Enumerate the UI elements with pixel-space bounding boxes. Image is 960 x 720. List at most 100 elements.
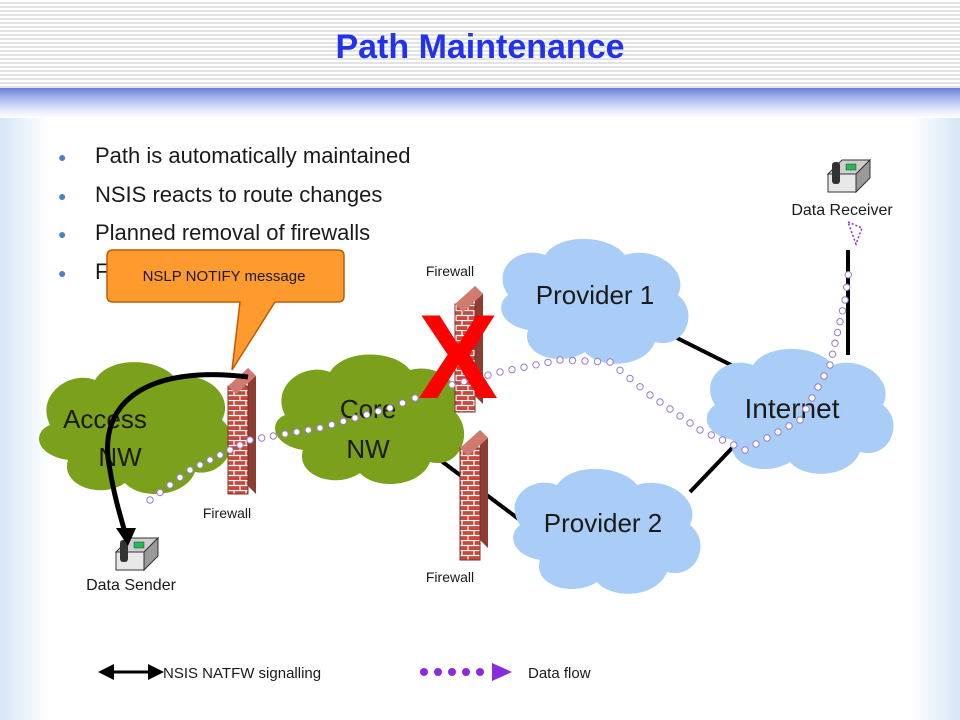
nslp-notify-callout: NSLP NOTIFY message	[106, 249, 345, 371]
legend-dataflow-arrow	[492, 663, 512, 681]
data-flow-path	[146, 271, 852, 504]
flow-dot	[328, 421, 336, 429]
flow-dot	[676, 412, 684, 420]
failure-x-mark: X	[418, 290, 498, 424]
telephone-icon	[826, 158, 872, 194]
core-nw-cloud: Core NW	[275, 354, 465, 484]
flow-dot	[508, 365, 516, 374]
flow-dot	[556, 356, 564, 364]
flow-dot	[304, 426, 312, 434]
flow-dot	[339, 417, 347, 425]
legend-dataflow-dots	[420, 668, 484, 676]
flow-dot	[363, 411, 371, 419]
flow-dot	[166, 481, 174, 489]
flow-dot	[156, 488, 164, 497]
flow-dot	[236, 441, 244, 449]
flow-dot	[436, 384, 444, 392]
access-nw-label-1: Access	[63, 404, 147, 434]
brick-firewall-icon: Firewall	[203, 368, 256, 521]
callout-text: NSLP NOTIFY message	[143, 268, 306, 285]
flow-dot	[226, 446, 234, 454]
flow-dot	[826, 361, 834, 369]
internet-cloud: Internet	[706, 348, 894, 474]
flow-dot	[814, 383, 822, 391]
flow-dot	[398, 399, 407, 407]
flow-dot	[593, 357, 602, 366]
flow-dot	[196, 461, 204, 469]
flow-dot	[616, 366, 624, 374]
flow-dot	[146, 496, 154, 504]
provider2-firewall-label: Firewall	[426, 569, 474, 585]
flow-arrowhead-receiver	[846, 220, 863, 247]
provider2-cloud: Provider 2	[513, 468, 701, 594]
flow-dot	[351, 414, 359, 422]
flow-dot	[386, 404, 394, 412]
flow-dot	[606, 358, 614, 366]
legend-dataflow-label: Data flow	[528, 665, 591, 682]
flow-dot	[269, 432, 277, 440]
flow-dot	[656, 398, 664, 406]
access-firewall-label: Firewall	[203, 505, 251, 521]
flow-dot	[843, 283, 851, 291]
flow-dot	[838, 307, 847, 315]
flow-dot	[316, 424, 324, 432]
header-stripes	[0, 0, 960, 90]
flow-dot	[828, 350, 837, 358]
bullet-item: ●NSIS reacts to route changes	[58, 181, 383, 207]
legend-arrow-left	[98, 664, 114, 680]
data-sender-label: Data Sender	[86, 577, 177, 594]
flow-dot	[686, 419, 694, 427]
legend-arrow-right	[148, 664, 164, 680]
flow-dot	[544, 358, 552, 367]
flow-dot	[763, 434, 771, 442]
flow-dot	[696, 426, 704, 434]
flow-dot	[636, 383, 644, 391]
flow-dot	[833, 328, 842, 337]
flow-dot	[831, 339, 839, 347]
provider1-label: Provider 1	[536, 280, 655, 310]
flow-dot	[281, 430, 289, 438]
page-title: Path Maintenance	[335, 28, 625, 66]
flow-dot	[808, 394, 816, 402]
flow-dot	[176, 473, 184, 482]
bullet-item: ●F	[58, 258, 109, 284]
bullet-list: ●Path is automatically maintained ●NSIS …	[58, 143, 411, 297]
title-underline-bar	[0, 88, 960, 118]
telephone-icon	[114, 536, 160, 572]
flow-dot	[246, 436, 254, 444]
bullet-dot-icon: ●	[58, 226, 67, 242]
flow-dot	[581, 357, 589, 365]
left-gradient	[0, 110, 50, 720]
right-gradient	[910, 110, 960, 720]
flow-dot	[785, 422, 793, 430]
data-receiver-label: Data Receiver	[791, 202, 893, 219]
flow-dot	[484, 371, 492, 379]
flow-dot	[774, 428, 782, 436]
legend: NSIS NATFW signalling Data flow	[98, 663, 591, 682]
flow-dot	[802, 405, 810, 413]
bullet-dot-icon: ●	[58, 187, 67, 204]
bullet-item: ●Planned removal of firewalls	[58, 220, 371, 245]
flow-dot	[496, 368, 504, 376]
flow-dot	[718, 436, 727, 444]
flow-dot	[206, 456, 214, 464]
notify-arrowhead	[116, 528, 136, 546]
flow-dot	[844, 271, 852, 279]
flow-dot	[730, 441, 738, 449]
flow-dot	[258, 434, 266, 442]
flow-dot	[836, 318, 844, 326]
flow-dot	[448, 381, 456, 389]
access-nw-label-2: NW	[98, 442, 142, 472]
bullet-item: ●Path is automatically maintained	[58, 143, 411, 168]
access-nw-cloud: Access NW	[39, 362, 232, 494]
provider1-cloud: Provider 1	[501, 238, 689, 364]
flow-dot	[796, 416, 804, 424]
flow-dot	[820, 372, 828, 380]
flow-dot	[374, 407, 382, 415]
flow-dot	[532, 361, 540, 369]
bullet-dot-icon: ●	[58, 149, 67, 165]
flow-dot	[707, 431, 715, 439]
flow-dot	[472, 374, 480, 383]
link-provider2-internet	[688, 443, 737, 494]
